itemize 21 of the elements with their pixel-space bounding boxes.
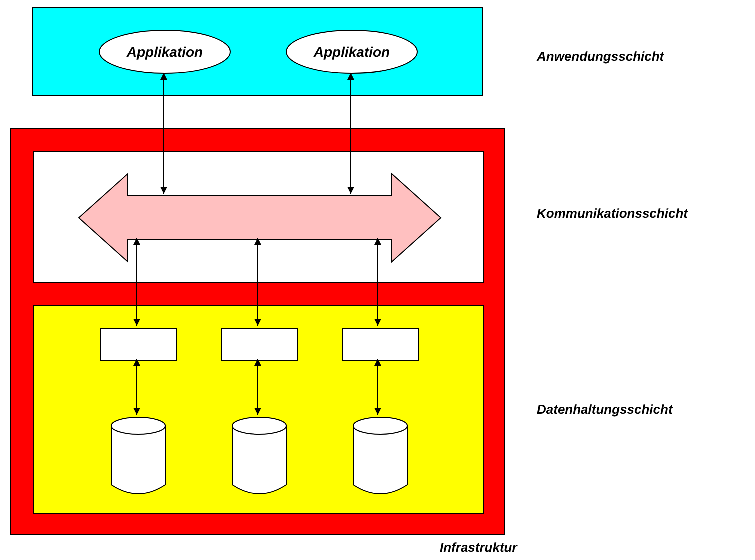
layer-band bbox=[32, 7, 483, 96]
layer-band bbox=[33, 151, 484, 283]
double-headed-arrow bbox=[160, 72, 168, 194]
component-box bbox=[342, 328, 419, 361]
infrastructure-frame bbox=[10, 128, 505, 535]
double-headed-arrow bbox=[374, 358, 382, 416]
layer-label: Anwendungsschicht bbox=[537, 49, 664, 64]
layer-label: Infrastruktur bbox=[440, 540, 518, 555]
layer-label: Datenhaltungsschicht bbox=[537, 402, 673, 417]
double-headed-arrow bbox=[254, 358, 262, 416]
double-headed-arrow bbox=[348, 72, 354, 194]
double-headed-arrow bbox=[134, 238, 140, 326]
double-headed-arrow bbox=[134, 358, 140, 416]
double-headed-arrow bbox=[374, 238, 382, 326]
double-headed-arrow bbox=[254, 238, 262, 326]
component-box bbox=[100, 328, 177, 361]
component-box bbox=[221, 328, 298, 361]
layer-band bbox=[33, 305, 484, 514]
application-ellipse: Applikation bbox=[286, 30, 418, 74]
application-ellipse: Applikation bbox=[99, 30, 231, 74]
layer-label: Kommunikationsschicht bbox=[537, 206, 688, 221]
